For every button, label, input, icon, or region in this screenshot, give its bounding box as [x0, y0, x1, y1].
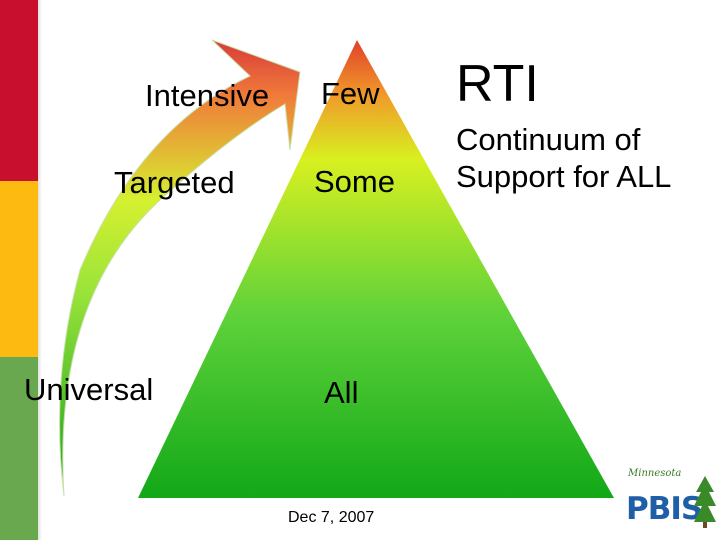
- curved-arrow: [59, 39, 301, 497]
- tier-label-intensive: Intensive: [145, 78, 270, 113]
- left-band-red: [0, 0, 38, 181]
- reach-label-all: All: [324, 375, 359, 410]
- rti-subtitle-line-2: Support for ALL: [456, 159, 672, 194]
- rti-title: RTI: [456, 55, 539, 113]
- reach-label-few: Few: [321, 76, 380, 111]
- tree-icon: [694, 476, 716, 528]
- pyramid: [138, 40, 614, 498]
- left-band-shadow: [38, 0, 42, 540]
- left-band-green: [0, 357, 38, 540]
- tier-label-universal: Universal: [24, 372, 154, 407]
- rti-subtitle-line-1: Continuum of: [456, 122, 641, 157]
- logo-main-text: PBIS: [626, 491, 703, 527]
- footer-date: Dec 7, 2007: [288, 509, 375, 526]
- tier-label-targeted: Targeted: [114, 165, 235, 200]
- logo-script-text: Minnesota: [628, 468, 682, 479]
- pbis-logo: Minnesota PBIS: [622, 466, 718, 534]
- left-band-yellow: [0, 181, 38, 357]
- reach-label-some: Some: [314, 164, 395, 199]
